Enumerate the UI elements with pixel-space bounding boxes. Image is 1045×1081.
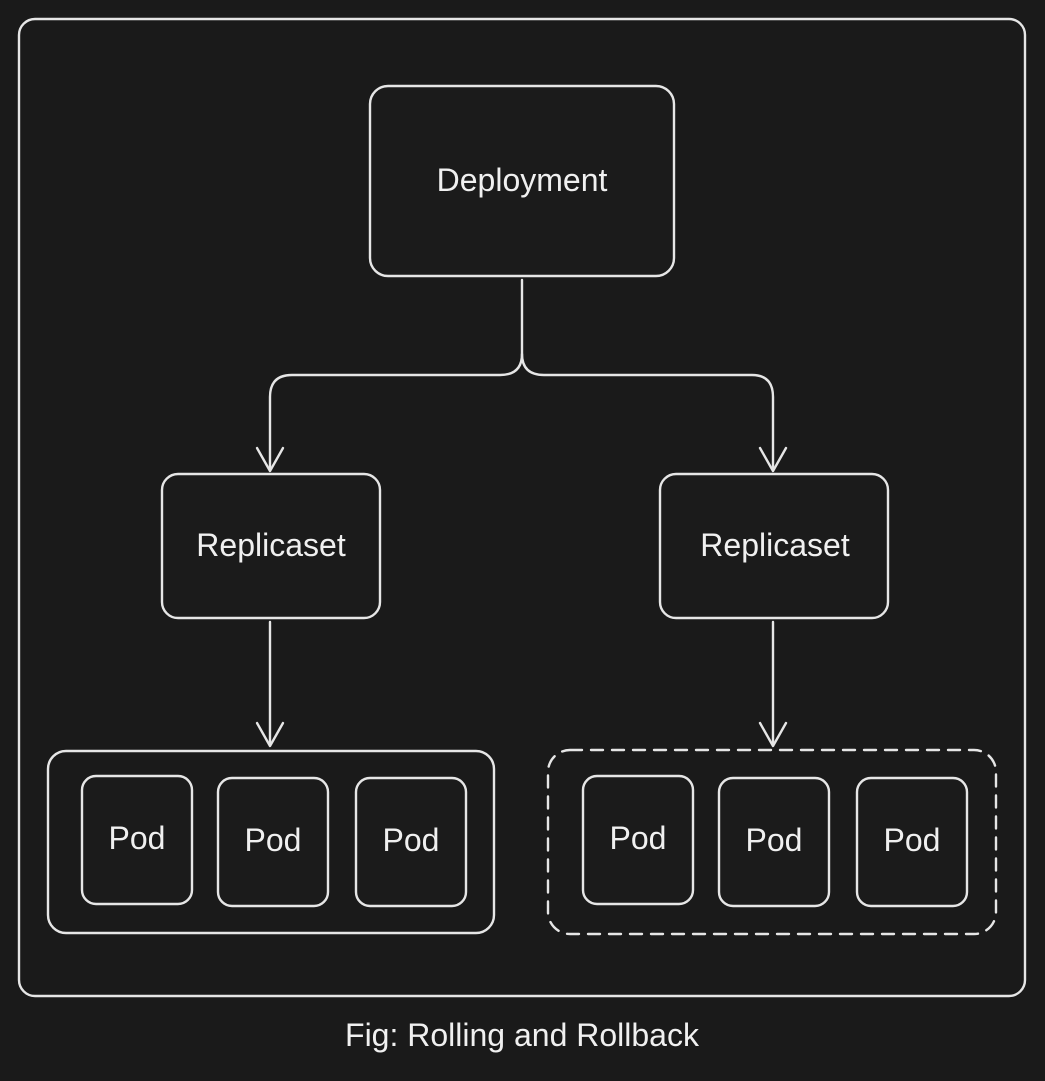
pod-label: Pod bbox=[383, 822, 440, 858]
pod-box bbox=[581, 774, 695, 906]
arrowhead-replicaset-left bbox=[255, 446, 285, 473]
pod-group-left-frame bbox=[46, 749, 496, 935]
replicaset-right-box bbox=[658, 472, 890, 620]
pod-box bbox=[855, 776, 969, 908]
connector-deployment-to-replicaset-right bbox=[520, 352, 775, 472]
pod-group-left: Pod Pod Pod bbox=[46, 749, 496, 935]
replicaset-right-node: Replicaset bbox=[658, 472, 890, 620]
pod-label: Pod bbox=[245, 822, 302, 858]
pod-label: Pod bbox=[610, 820, 667, 856]
connector-deployment-to-replicasets bbox=[268, 278, 524, 472]
pod-box bbox=[354, 776, 468, 908]
replicaset-left-node: Replicaset bbox=[160, 472, 382, 620]
pod-label: Pod bbox=[746, 822, 803, 858]
deployment-box bbox=[368, 84, 676, 278]
pod-label: Pod bbox=[109, 820, 166, 856]
pod-group-right-frame bbox=[546, 748, 998, 936]
pod-box bbox=[216, 776, 330, 908]
replicaset-left-label: Replicaset bbox=[196, 527, 346, 563]
pod-label: Pod bbox=[884, 822, 941, 858]
replicaset-right-label: Replicaset bbox=[700, 527, 850, 563]
arrowhead-pods-left bbox=[255, 721, 285, 748]
arrowhead-pods-right bbox=[758, 721, 788, 748]
deployment-node: Deployment bbox=[368, 84, 676, 278]
arrowhead-replicaset-right bbox=[758, 446, 788, 473]
outer-frame bbox=[17, 17, 1027, 998]
pod-box bbox=[80, 774, 194, 906]
pod-group-right: Pod Pod Pod bbox=[546, 748, 998, 936]
figure-caption: Fig: Rolling and Rollback bbox=[345, 1017, 700, 1053]
deployment-label: Deployment bbox=[437, 162, 608, 198]
replicaset-left-box bbox=[160, 472, 382, 620]
pod-box bbox=[717, 776, 831, 908]
